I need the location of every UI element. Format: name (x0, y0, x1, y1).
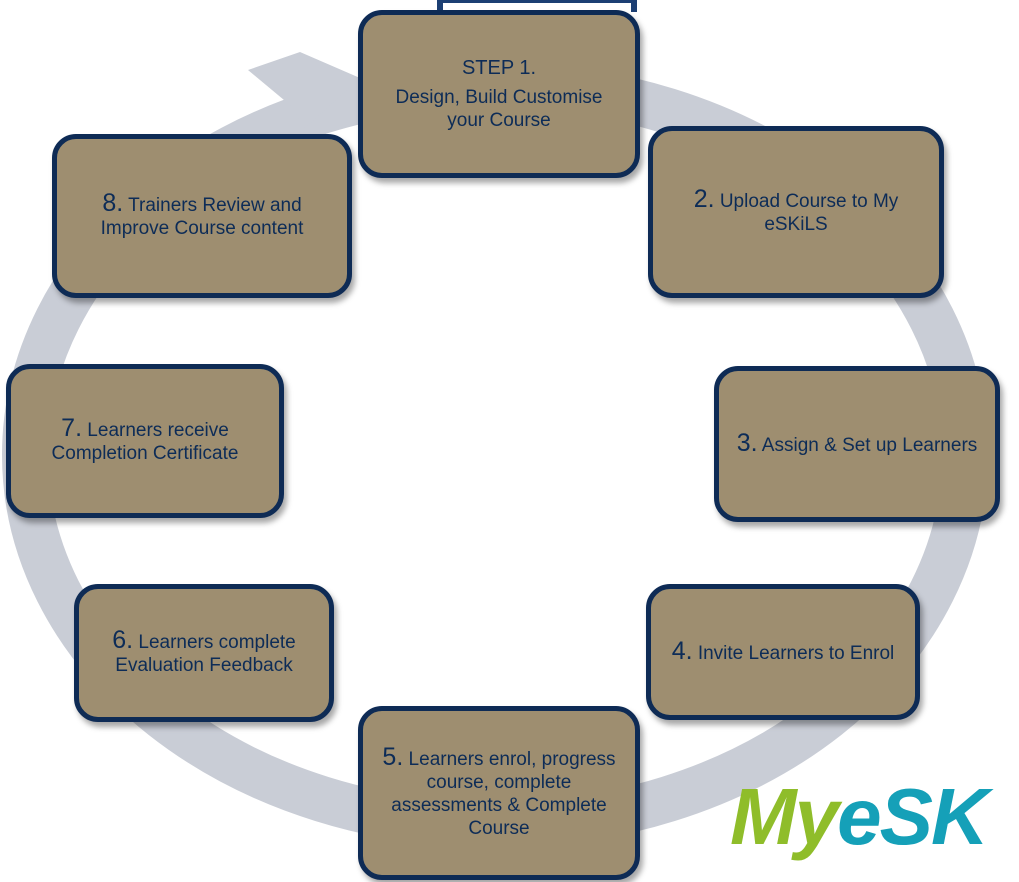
step-6-text: 6. Learners complete Evaluation Feedback (93, 626, 315, 677)
top-bracket-right (631, 0, 637, 12)
step-3-text: 3. Assign & Set up Learners (736, 428, 978, 457)
step-7-box: 7. Learners receive Completion Certifica… (6, 364, 284, 518)
step-2-label: Upload Course to My eSKiLS (714, 191, 899, 235)
step-2-box: 2. Upload Course to My eSKiLS (648, 126, 944, 298)
step-4-box: 4. Invite Learners to Enrol (646, 584, 920, 720)
step-1-text: STEP 1. Design, Build Customise your Cou… (377, 57, 621, 132)
step-8-number: 8. (102, 189, 124, 217)
step-3-label: Assign & Set up Learners (757, 434, 978, 456)
step-4-label: Invite Learners to Enrol (692, 642, 895, 664)
step-7-text: 7. Learners receive Completion Certifica… (25, 414, 265, 465)
step-8-label: Trainers Review and Improve Course conte… (100, 195, 304, 239)
step-6-number: 6. (112, 626, 134, 654)
step-6-label: Learners complete Evaluation Feedback (115, 632, 296, 676)
myeskils-logo: MyeSK (730, 775, 1019, 882)
step-5-number: 5. (382, 743, 404, 771)
step-5-text: 5. Learners enrol, progress course, comp… (377, 743, 621, 840)
step-2-text: 2. Upload Course to My eSKiLS (667, 185, 925, 236)
step-8-text: 8. Trainers Review and Improve Course co… (71, 189, 333, 240)
step-1-label: Design, Build Customise your Course (395, 86, 603, 131)
step-4-text: 4. Invite Learners to Enrol (671, 636, 895, 665)
logo-text: MyeSK (730, 775, 989, 867)
step-5-label: Learners enrol, progress course, complet… (391, 749, 616, 839)
logo-part-my: My (730, 775, 839, 861)
top-bracket (437, 0, 637, 3)
logo-part-esk: eSK (837, 775, 989, 861)
step-1-box: STEP 1. Design, Build Customise your Cou… (358, 10, 640, 178)
step-1-heading: STEP 1. (461, 56, 537, 79)
step-3-number: 3. (736, 428, 758, 457)
step-7-number: 7. (61, 414, 83, 442)
step-6-box: 6. Learners complete Evaluation Feedback (74, 584, 334, 722)
step-8-box: 8. Trainers Review and Improve Course co… (52, 134, 352, 298)
step-4-number: 4. (671, 636, 693, 665)
top-bracket-left (437, 0, 443, 12)
step-7-label: Learners receive Completion Certificate (51, 420, 239, 464)
step-2-number: 2. (693, 185, 715, 213)
step-5-box: 5. Learners enrol, progress course, comp… (358, 706, 640, 880)
step-3-box: 3. Assign & Set up Learners (714, 366, 1000, 522)
